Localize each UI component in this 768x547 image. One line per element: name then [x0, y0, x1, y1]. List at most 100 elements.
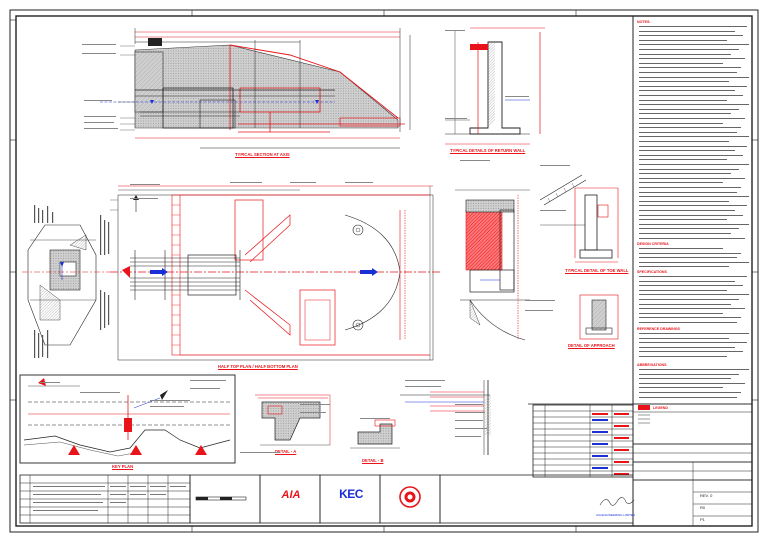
half-plan	[110, 185, 440, 361]
note-text-line	[639, 108, 739, 110]
note-text-line	[639, 200, 729, 202]
drawing-annotation	[84, 128, 118, 129]
note-text-line	[639, 356, 727, 357]
notes-heading: NOTES:	[637, 20, 651, 24]
note-text-line	[639, 223, 749, 225]
note-text-line	[639, 346, 735, 348]
note-text-line	[639, 205, 747, 207]
note-text-line	[639, 396, 737, 398]
title-return-wall: TYPICAL DETAILS OF RETURN WALL	[450, 148, 526, 153]
note-text-line	[639, 214, 743, 216]
note-text-line	[639, 95, 743, 96]
title-detail-a: DETAIL - A	[275, 449, 297, 454]
drawing-annotation	[40, 382, 60, 383]
drawing-annotation	[230, 182, 262, 183]
drawing-annotation	[405, 380, 445, 381]
note-text-line	[639, 118, 745, 119]
note-text-line	[639, 266, 729, 268]
note-text-line	[639, 312, 723, 314]
note-text-line	[639, 187, 741, 188]
drawing-annotation	[525, 300, 555, 301]
title-typical-section: TYPICAL SECTION AT AXIS	[235, 152, 290, 157]
legend-heading: LEGEND	[653, 406, 668, 410]
drawing-annotation	[300, 404, 330, 405]
note-text-line	[639, 233, 731, 234]
title-approach: DETAIL OF APPROACH	[568, 343, 615, 348]
signature	[599, 497, 635, 506]
note-text-line	[639, 303, 731, 305]
note-text-line	[639, 289, 727, 291]
drawing-annotation	[130, 198, 158, 199]
drawing-annotation	[455, 404, 483, 405]
note-text-line	[639, 294, 749, 296]
note-text-line	[639, 145, 747, 147]
note-text-line	[639, 85, 747, 87]
quantity-table-values	[592, 413, 629, 475]
note-text-line	[639, 122, 723, 124]
note-text-line	[639, 127, 741, 129]
detail-b	[350, 419, 400, 449]
note-text-line	[639, 131, 737, 133]
return-wall-detail	[445, 27, 545, 145]
drawing-annotation	[130, 184, 160, 185]
note-text-line	[639, 191, 737, 193]
note-text-line	[639, 62, 723, 64]
rev-code-1: REV. 0	[700, 493, 713, 498]
note-text-line	[639, 141, 729, 142]
sheet-border	[9, 9, 759, 533]
note-text-line	[639, 392, 741, 393]
drawing-annotation	[150, 406, 184, 407]
client-logo: AIA	[281, 489, 301, 501]
note-text-line	[639, 248, 723, 249]
note-text-line	[639, 49, 739, 50]
note-text-line	[639, 58, 745, 60]
note-text-line	[639, 257, 737, 259]
note-text-line	[639, 154, 743, 156]
drawing-annotation	[460, 160, 490, 161]
note-text-line	[639, 369, 749, 370]
seal-icon	[399, 486, 421, 508]
note-text-line	[639, 53, 731, 55]
note-text-line	[639, 285, 743, 287]
note-text-line	[639, 342, 747, 344]
drawing-annotation	[300, 412, 326, 413]
note-text-line	[639, 113, 731, 115]
note-text-line	[639, 308, 745, 310]
note-text-line	[639, 219, 727, 221]
drawing-annotation	[445, 118, 467, 119]
note-text-line	[639, 337, 729, 339]
legend-lines	[638, 414, 650, 424]
contractor-logo: KEC	[339, 487, 363, 501]
note-text-line	[639, 182, 723, 184]
note-text-line	[639, 210, 735, 211]
toe-wall-detail	[455, 189, 530, 341]
note-text-line	[639, 76, 749, 78]
abbreviations-heading: ABBREVIATIONS	[637, 363, 667, 367]
note-text-line	[639, 177, 745, 179]
detail-a	[255, 394, 331, 446]
note-text-line	[639, 104, 749, 106]
reference-heading: REFERENCE DRAWINGS	[637, 327, 680, 331]
note-text-line	[639, 173, 731, 175]
note-text-line	[639, 317, 741, 319]
revision-table	[19, 474, 634, 524]
drawing-annotation	[84, 116, 116, 117]
title-detail-b: DETAIL - B	[362, 458, 384, 463]
drawing-annotation	[455, 412, 485, 413]
note-text-line	[639, 168, 739, 170]
note-text-line	[639, 373, 739, 375]
drawing-annotation	[540, 210, 566, 211]
rev-code-3: P1	[700, 517, 705, 522]
legend-swatch	[638, 405, 650, 410]
drawing-annotation	[82, 44, 116, 45]
note-text-line	[639, 387, 723, 389]
note-text-line	[639, 252, 741, 254]
note-text-line	[639, 237, 745, 239]
note-text-line	[639, 299, 739, 300]
approval-stamp: AIA ENGINEERING LIMITED	[596, 513, 636, 517]
note-text-line	[639, 164, 749, 165]
note-text-line	[639, 276, 747, 277]
note-text-line	[639, 351, 743, 353]
scale-bar	[195, 496, 247, 501]
drawing-annotation	[190, 380, 226, 381]
